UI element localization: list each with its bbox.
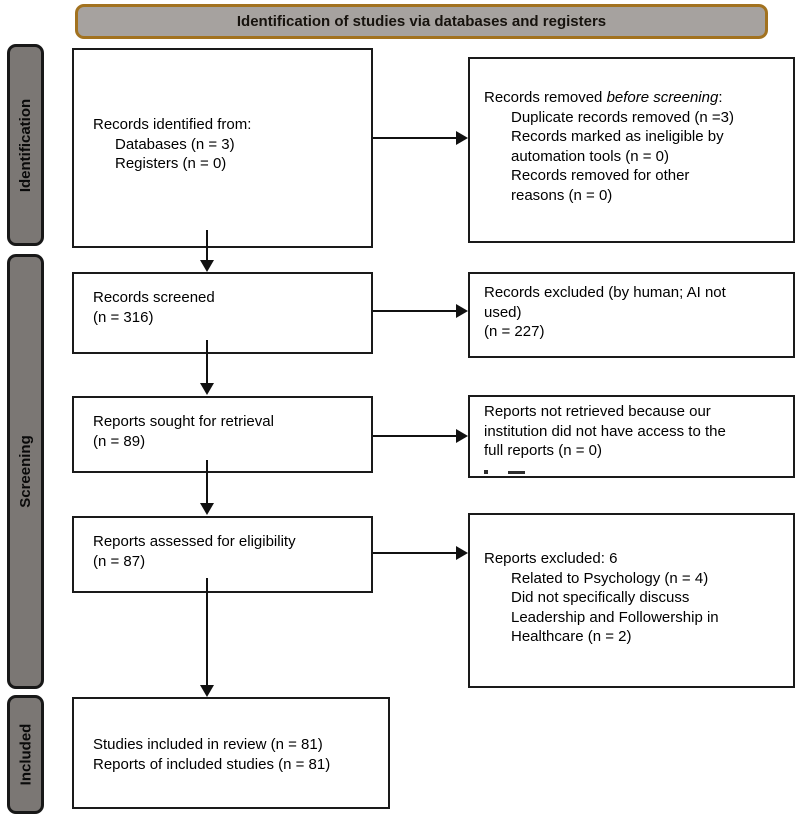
box-records-screened-count: (n = 316) xyxy=(93,308,154,326)
box-reports-sought: Reports sought for retrieval (n = 89) xyxy=(72,396,373,473)
box-reports-sought-line1: Reports sought for retrieval xyxy=(93,413,274,430)
box-studies-included-line2: Reports of included studies (n = 81) xyxy=(93,755,331,773)
box-reports-assessed: Reports assessed for eligibility (n = 87… xyxy=(72,516,373,593)
diagram-header-title: Identification of studies via databases … xyxy=(236,13,607,30)
box-records-excluded-count: (n = 227) xyxy=(484,323,545,340)
stage-screening-label: Screening xyxy=(17,435,34,508)
box-records-screened-line1: Records screened xyxy=(93,289,215,306)
box-reports-sought-count: (n = 89) xyxy=(93,432,146,450)
box-studies-included-line1: Studies included in review (n = 81) xyxy=(93,736,323,753)
box-reports-assessed-line1: Reports assessed for eligibility xyxy=(93,533,296,550)
box-reports-excluded-leadership: Did not specifically discuss Leadership … xyxy=(511,589,719,645)
arrow-screened-to-excluded xyxy=(373,304,468,318)
arrowhead-down-icon xyxy=(200,503,214,515)
arrow-shaft xyxy=(373,435,459,437)
arrow-shaft xyxy=(206,340,208,386)
box-reports-excluded-title: Reports excluded: 6 xyxy=(484,550,618,567)
box-records-removed-other: Records removed for other reasons (n = 0… xyxy=(511,167,690,204)
box-reports-not-retrieved-text: Reports not retrieved because our instit… xyxy=(484,403,726,459)
clipped-text-fragment xyxy=(484,470,488,474)
box-studies-included: Studies included in review (n = 81) Repo… xyxy=(72,697,390,809)
arrowhead-right-icon xyxy=(456,546,468,560)
arrow-shaft xyxy=(206,578,208,688)
stage-identification: Identification xyxy=(7,44,44,246)
stage-included-label: Included xyxy=(17,723,35,786)
box-records-excluded-line1: Records excluded (by human; AI not used) xyxy=(484,284,726,321)
removed-title-prefix: Records removed xyxy=(484,89,607,106)
arrowhead-down-icon xyxy=(200,685,214,697)
box-records-excluded: Records excluded (by human; AI not used)… xyxy=(468,272,795,358)
box-records-removed-duplicates: Duplicate records removed (n =3) xyxy=(511,108,735,126)
arrow-assessed-to-included xyxy=(200,578,214,697)
box-records-identified-registers: Registers (n = 0) xyxy=(115,155,227,172)
arrow-sought-to-not-retrieved xyxy=(373,429,468,443)
diagram-header: Identification of studies via databases … xyxy=(75,4,768,39)
arrow-assessed-to-excluded xyxy=(373,546,468,560)
box-reports-excluded-psychology: Related to Psychology (n = 4) xyxy=(511,569,709,587)
arrow-shaft xyxy=(373,137,459,139)
stage-included: Included xyxy=(7,695,44,814)
arrow-shaft xyxy=(206,460,208,506)
arrow-screened-to-sought xyxy=(200,340,214,395)
arrowhead-right-icon xyxy=(456,304,468,318)
arrow-shaft xyxy=(373,310,459,312)
removed-title-suffix: : xyxy=(718,89,723,106)
box-records-screened: Records screened (n = 316) xyxy=(72,272,373,354)
box-reports-not-retrieved: Reports not retrieved because our instit… xyxy=(468,395,795,478)
arrow-shaft xyxy=(373,552,459,554)
arrowhead-right-icon xyxy=(456,429,468,443)
box-records-removed: Records removed before screening: Duplic… xyxy=(468,57,795,243)
arrow-shaft xyxy=(206,230,208,263)
stage-identification-label: Identification xyxy=(17,98,34,192)
arrow-sought-to-assessed xyxy=(200,460,214,515)
stage-screening: Screening xyxy=(7,254,44,689)
box-records-removed-ineligible: Records marked as ineligible by automati… xyxy=(511,128,724,165)
box-records-identified-databases: Databases (n = 3) xyxy=(115,135,235,153)
arrowhead-right-icon xyxy=(456,131,468,145)
arrowhead-down-icon xyxy=(200,383,214,395)
box-reports-excluded: Reports excluded: 6 Related to Psycholog… xyxy=(468,513,795,688)
box-records-identified: Records identified from: Databases (n = … xyxy=(72,48,373,248)
arrowhead-down-icon xyxy=(200,260,214,272)
clipped-text-fragment xyxy=(508,471,525,474)
box-reports-assessed-count: (n = 87) xyxy=(93,552,146,570)
box-records-identified-title: Records identified from: xyxy=(93,116,252,133)
arrow-identified-to-removed xyxy=(373,131,468,145)
box-records-removed-title: Records removed before screening: xyxy=(484,88,735,108)
arrow-identified-to-screened xyxy=(200,230,214,272)
removed-title-italic: before screening xyxy=(606,89,719,106)
